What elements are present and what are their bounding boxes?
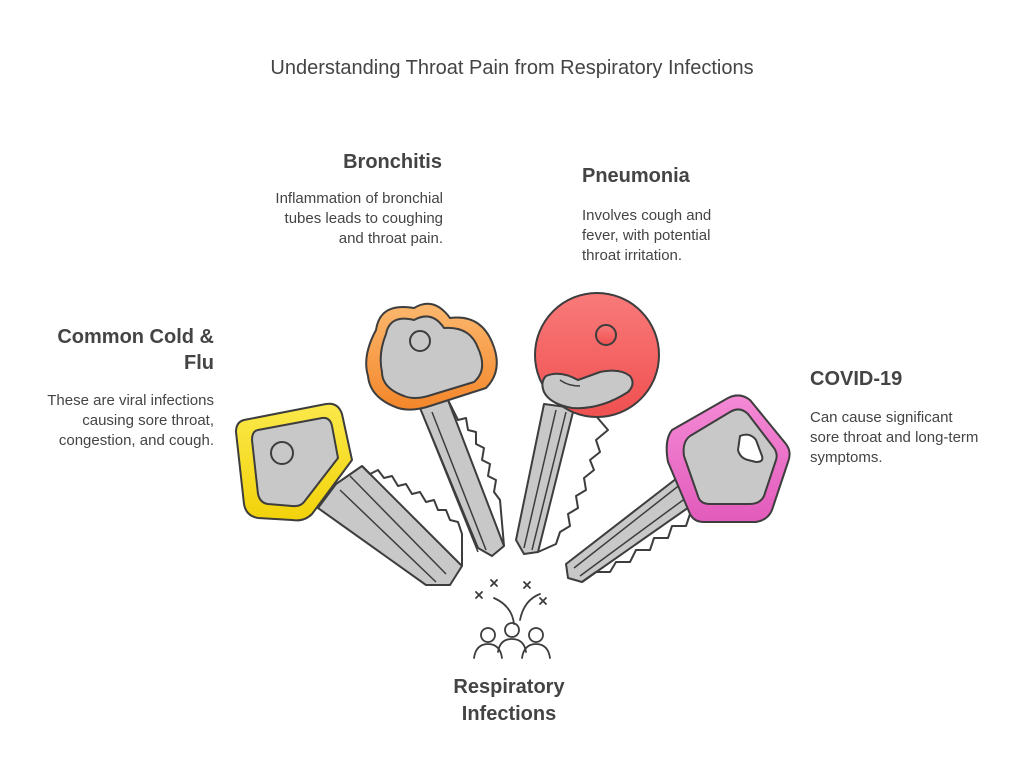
description-covid-19: Can cause significant sore throat and lo… (810, 409, 979, 466)
description-bronchitis: Inflammation of bronchial tubes leads to… (275, 190, 443, 247)
group-of-people-icon (473, 579, 551, 659)
key-pneumonia (515, 292, 660, 555)
heading-pneumonia: Pneumonia (582, 165, 690, 187)
center-label: Respiratory Infections (453, 676, 565, 725)
key-bronchitis (365, 302, 505, 557)
heading-common-cold-flu: Common Cold & Flu (57, 326, 214, 374)
key-common-cold-flu (235, 402, 463, 586)
heading-covid-19: COVID-19 (810, 368, 903, 390)
heading-bronchitis: Bronchitis (343, 151, 442, 173)
key-covid-19 (565, 394, 791, 583)
description-common-cold-flu: These are viral infections causing sore … (47, 392, 214, 449)
page-title: Understanding Throat Pain from Respirato… (270, 57, 754, 79)
description-pneumonia: Involves cough and fever, with potential… (582, 207, 712, 264)
